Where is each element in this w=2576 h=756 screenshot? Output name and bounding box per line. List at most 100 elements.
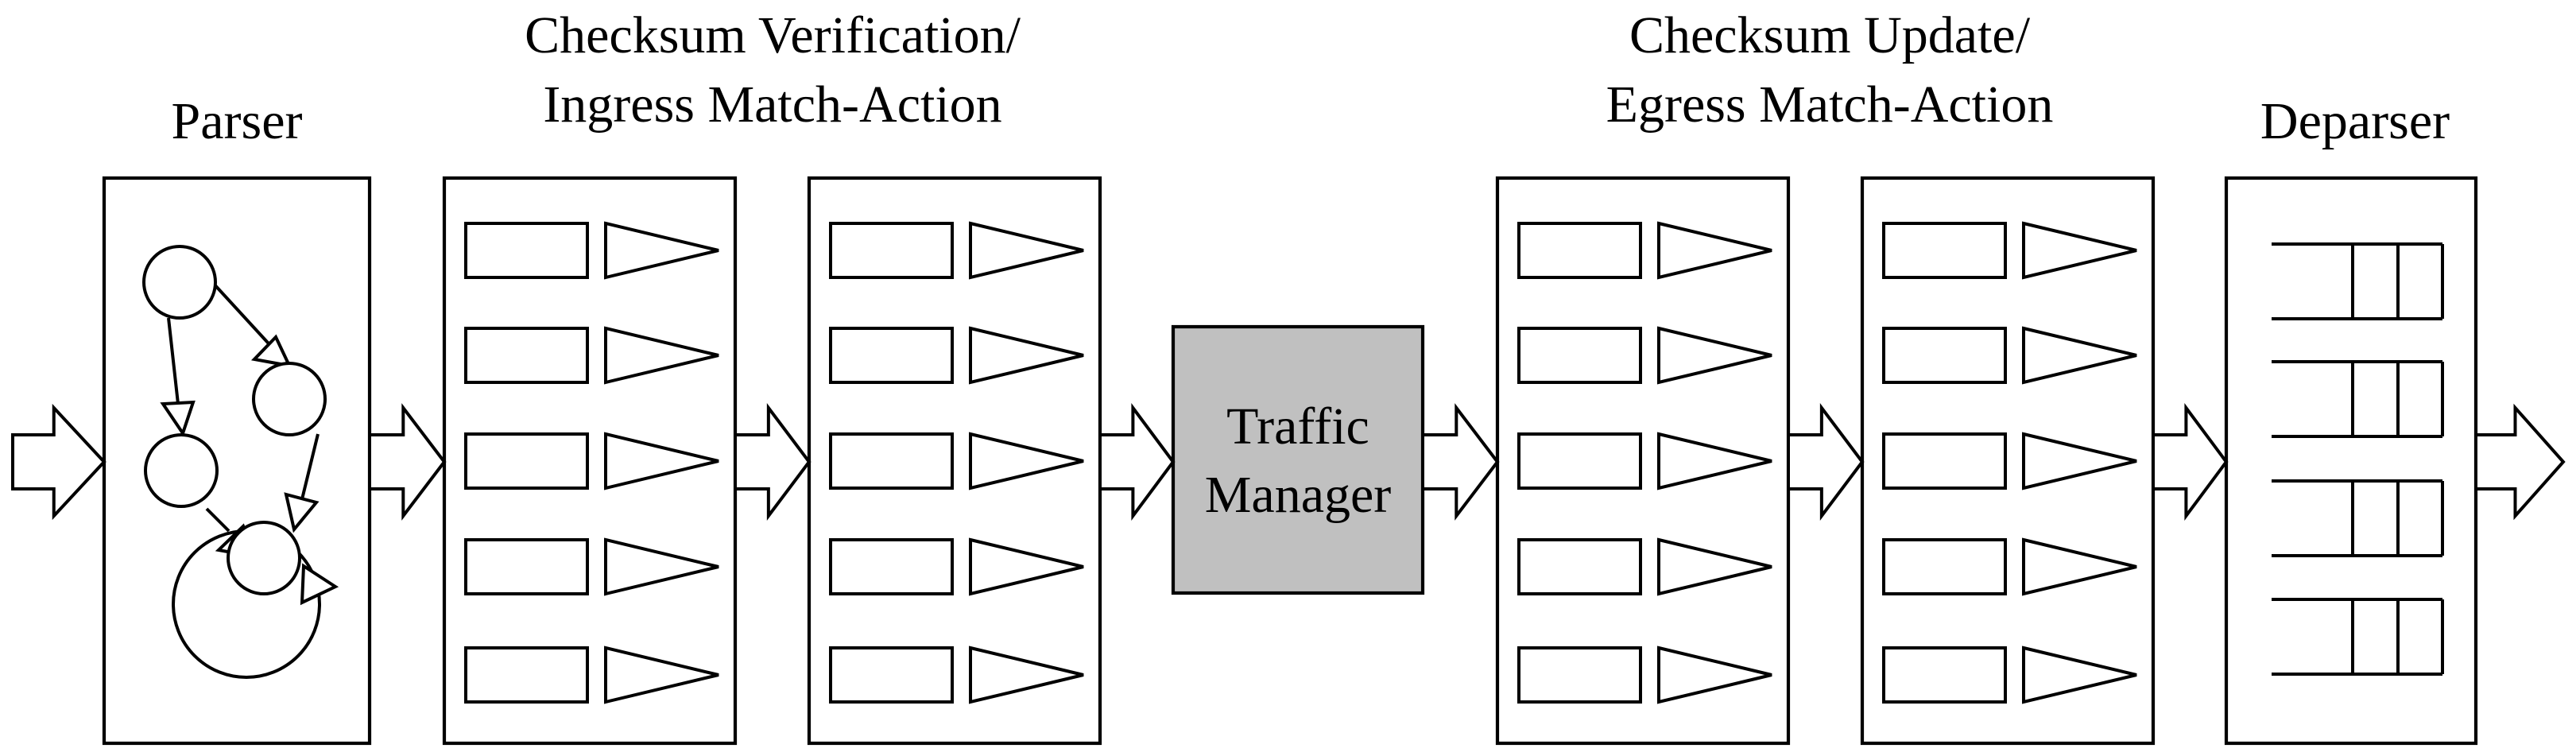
egress-stage-1-tables [1517, 221, 1772, 704]
parser-edge-a-b-arrowhead [250, 334, 292, 368]
parser-state-node-c [144, 433, 219, 508]
match-key-block [829, 432, 954, 490]
traffic-manager-label-line-2: Manager [1205, 466, 1392, 524]
match-action-table-row [829, 646, 1084, 704]
match-key-block [1517, 646, 1642, 704]
action-triangle [1657, 326, 1772, 385]
flow-arrow [1787, 403, 1865, 521]
match-key-block [829, 646, 954, 704]
action-triangle [2022, 326, 2137, 385]
parser-title: Parser [172, 92, 303, 150]
flow-arrow [2474, 403, 2566, 521]
action-triangle [604, 646, 719, 704]
match-key-block [1882, 646, 2007, 704]
action-triangle [2022, 432, 2137, 490]
egress-stage-2-tables [1882, 221, 2137, 704]
parser-stage [102, 176, 372, 746]
flow-arrow [1421, 403, 1500, 521]
parser-loop-arrowhead [300, 563, 339, 606]
match-action-table-row [1882, 326, 2137, 385]
deparser-title: Deparser [2260, 92, 2450, 150]
parser-state-node-b [252, 362, 327, 436]
match-key-block [1882, 222, 2007, 279]
match-key-block [464, 327, 589, 384]
action-triangle [2022, 221, 2137, 280]
match-action-table-row [1517, 432, 1772, 490]
flow-arrow [11, 403, 107, 521]
match-key-block [1882, 327, 2007, 384]
match-action-table-row [829, 326, 1084, 385]
parser-edge-b-d-arrowhead [284, 492, 320, 533]
match-key-block [829, 222, 954, 279]
flow-arrow [1098, 402, 1176, 521]
parser-state-graph [142, 245, 339, 679]
header-stack [2272, 242, 2444, 320]
match-action-table-row [464, 646, 719, 704]
match-action-table-row [464, 326, 719, 385]
ingress-title-line-1: Checksum Verification/ [525, 6, 1021, 64]
parser-edge-c-d [205, 507, 230, 533]
action-triangle [2022, 537, 2137, 596]
match-action-table-row [464, 432, 719, 490]
match-key-block [1517, 327, 1642, 384]
action-triangle [969, 646, 1084, 704]
traffic-manager-box [1171, 324, 1425, 595]
action-triangle [604, 326, 719, 385]
parser-state-node-d [227, 521, 301, 595]
match-action-table-row [1882, 646, 2137, 704]
match-key-block [1882, 538, 2007, 595]
egress-title-line-1: Checksum Update/ [1629, 6, 2031, 64]
action-triangle [604, 537, 719, 596]
parser-edge-a-c-arrowhead [160, 400, 196, 437]
match-action-table-row [464, 537, 719, 596]
parser-state-node-a [142, 245, 217, 320]
action-triangle [1657, 646, 1772, 704]
match-key-block [1882, 432, 2007, 490]
action-triangle [969, 432, 1084, 490]
flow-arrow [2152, 402, 2229, 521]
flow-arrows [11, 402, 2566, 521]
action-triangle [2022, 646, 2137, 704]
header-stack [2272, 479, 2444, 557]
traffic-manager-label-line-1: Traffic [1226, 397, 1369, 456]
match-key-block [829, 538, 954, 595]
deparser-header-stacks [2272, 242, 2444, 676]
match-action-table-row [829, 432, 1084, 490]
match-action-table-row [1882, 221, 2137, 280]
action-triangle [969, 537, 1084, 596]
match-key-block [1517, 222, 1642, 279]
match-action-table-row [1517, 646, 1772, 704]
match-action-table-row [464, 221, 719, 280]
match-action-table-row [1882, 537, 2137, 596]
match-key-block [464, 432, 589, 490]
match-action-table-row [1517, 537, 1772, 596]
match-action-table-row [1517, 326, 1772, 385]
ingress-title-line-2: Ingress Match-Action [543, 76, 1001, 134]
action-triangle [1657, 537, 1772, 596]
flow-arrow [368, 403, 447, 521]
header-stack [2272, 360, 2444, 438]
match-key-block [1517, 538, 1642, 595]
match-action-table-row [829, 537, 1084, 596]
match-key-block [464, 538, 589, 595]
egress-title-line-2: Egress Match-Action [1606, 76, 2054, 134]
match-action-table-row [1517, 221, 1772, 280]
parser-edge-a-b [211, 281, 277, 353]
flow-arrow [734, 403, 812, 521]
ingress-stage-2-tables [829, 221, 1084, 704]
match-key-block [829, 327, 954, 384]
traffic-manager: Traffic Manager [1171, 324, 1425, 595]
ingress-stage-1-tables [464, 221, 719, 704]
match-key-block [464, 222, 589, 279]
match-key-block [464, 646, 589, 704]
match-action-table-row [829, 221, 1084, 280]
parser-edge-b-d [300, 433, 320, 500]
action-triangle [1657, 432, 1772, 490]
action-triangle [969, 221, 1084, 280]
action-triangle [969, 326, 1084, 385]
match-key-block [1517, 432, 1642, 490]
parser-edge-a-c [167, 317, 180, 405]
header-stack [2272, 598, 2444, 676]
action-triangle [1657, 221, 1772, 280]
